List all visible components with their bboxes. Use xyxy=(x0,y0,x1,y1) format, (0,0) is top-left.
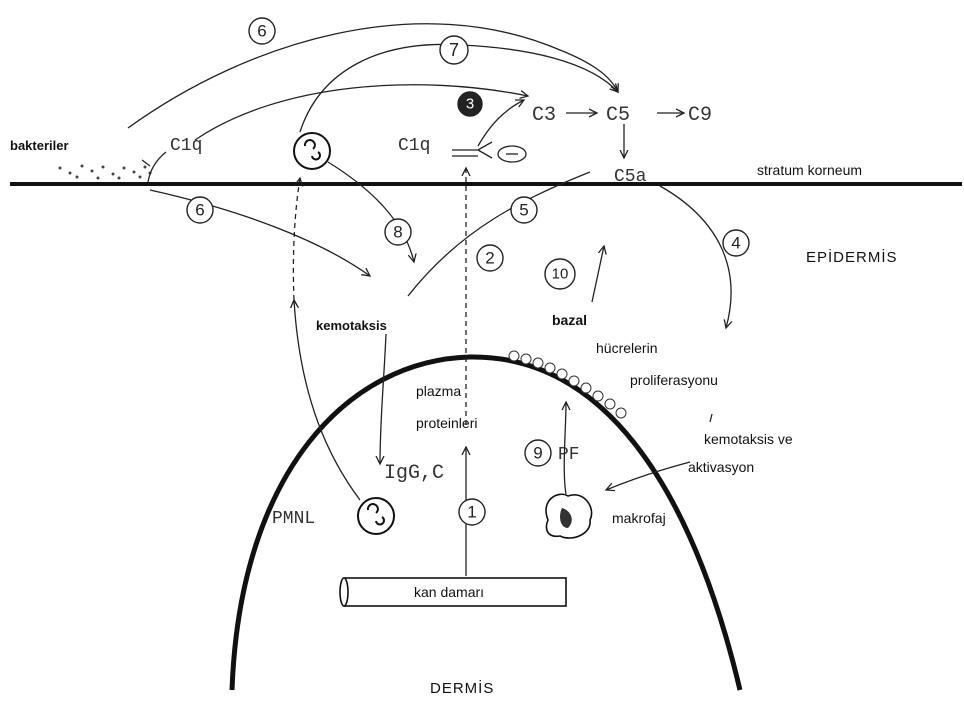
label-c3: C3 xyxy=(532,104,556,127)
arrow-c1q-c3 xyxy=(194,84,528,141)
svg-text:3: 3 xyxy=(466,96,474,113)
label-c1q-left: C1q xyxy=(170,136,202,156)
svg-text:9: 9 xyxy=(533,444,542,463)
bacteria-dots xyxy=(58,164,152,180)
label-kemotaksis: kemotaksis xyxy=(316,318,387,333)
arrow-pmnl-up-dashed xyxy=(292,178,300,301)
step-2: 2 xyxy=(476,244,504,272)
arrow-5 xyxy=(407,171,591,297)
antigen-mid xyxy=(497,145,527,163)
label-pf: PF xyxy=(558,445,580,465)
arrow-9 xyxy=(564,402,566,495)
label-c1q-mid: C1q xyxy=(398,136,430,156)
arrow-kemotaksis-igg xyxy=(380,333,387,464)
step-5: 5 xyxy=(510,196,538,224)
step-10: 10 xyxy=(544,258,576,290)
arrow-activation xyxy=(606,461,691,490)
svg-text:4: 4 xyxy=(731,234,740,253)
step-4: 4 xyxy=(722,229,750,257)
label-c5: C5 xyxy=(606,104,630,127)
arrow-pmnl-up xyxy=(294,300,361,501)
svg-text:1: 1 xyxy=(467,503,476,522)
arrow-8 xyxy=(327,161,414,262)
label-c9: C9 xyxy=(688,104,712,127)
label-kan-damari: kan damarı xyxy=(414,584,484,600)
label-bazal: bazal xyxy=(552,312,587,328)
tick-mark xyxy=(709,413,713,423)
macrophage-cell xyxy=(545,493,593,539)
label-dermis: DERMİS xyxy=(430,679,494,697)
antibody-left xyxy=(141,151,167,183)
svg-text:10: 10 xyxy=(552,266,569,283)
label-hucrelerin: hücrelerin xyxy=(596,340,657,356)
arrow-6-top xyxy=(127,23,618,129)
blood-vessel xyxy=(339,577,567,607)
arrow-4 xyxy=(659,185,731,328)
label-stratum: stratum korneum xyxy=(757,162,862,178)
label-igg: IgG,C xyxy=(384,462,444,485)
svg-text:8: 8 xyxy=(393,223,402,242)
label-makrofaj: makrofaj xyxy=(612,510,666,526)
label-proteinleri: proteinleri xyxy=(416,415,477,431)
svg-text:6: 6 xyxy=(257,22,266,41)
step-6-bottom: 6 xyxy=(186,196,214,224)
step-6-top: 6 xyxy=(248,17,276,45)
label-aktivasyon: aktivasyon xyxy=(688,459,754,475)
dermal-papilla-curve xyxy=(229,354,743,691)
neutrophil-top xyxy=(293,132,331,170)
pmnl-cell xyxy=(357,497,395,535)
arrow-10 xyxy=(591,246,604,303)
label-c5a: C5a xyxy=(614,167,647,187)
svg-text:6: 6 xyxy=(195,201,204,220)
svg-text:5: 5 xyxy=(519,201,528,220)
step-8: 8 xyxy=(384,218,412,246)
step-7: 7 xyxy=(439,35,469,65)
arrow-3 xyxy=(477,100,524,147)
step-9: 9 xyxy=(524,439,552,467)
label-epidermis: EPİDERMİS xyxy=(806,248,898,266)
arrow-6-bottom xyxy=(149,189,370,276)
svg-text:7: 7 xyxy=(449,40,459,60)
antibody-mid xyxy=(452,141,493,159)
label-bacteria: bakteriler xyxy=(10,138,69,153)
label-proliferasyonu: proliferasyonu xyxy=(630,372,718,388)
label-plazma: plazma xyxy=(416,383,461,399)
step-1: 1 xyxy=(458,498,486,526)
label-pmnl: PMNL xyxy=(272,509,315,529)
step-3: 3 xyxy=(457,91,483,117)
svg-text:2: 2 xyxy=(485,249,494,268)
label-kemotaksis-ve: kemotaksis ve xyxy=(704,431,793,447)
basal-cells xyxy=(508,350,627,419)
